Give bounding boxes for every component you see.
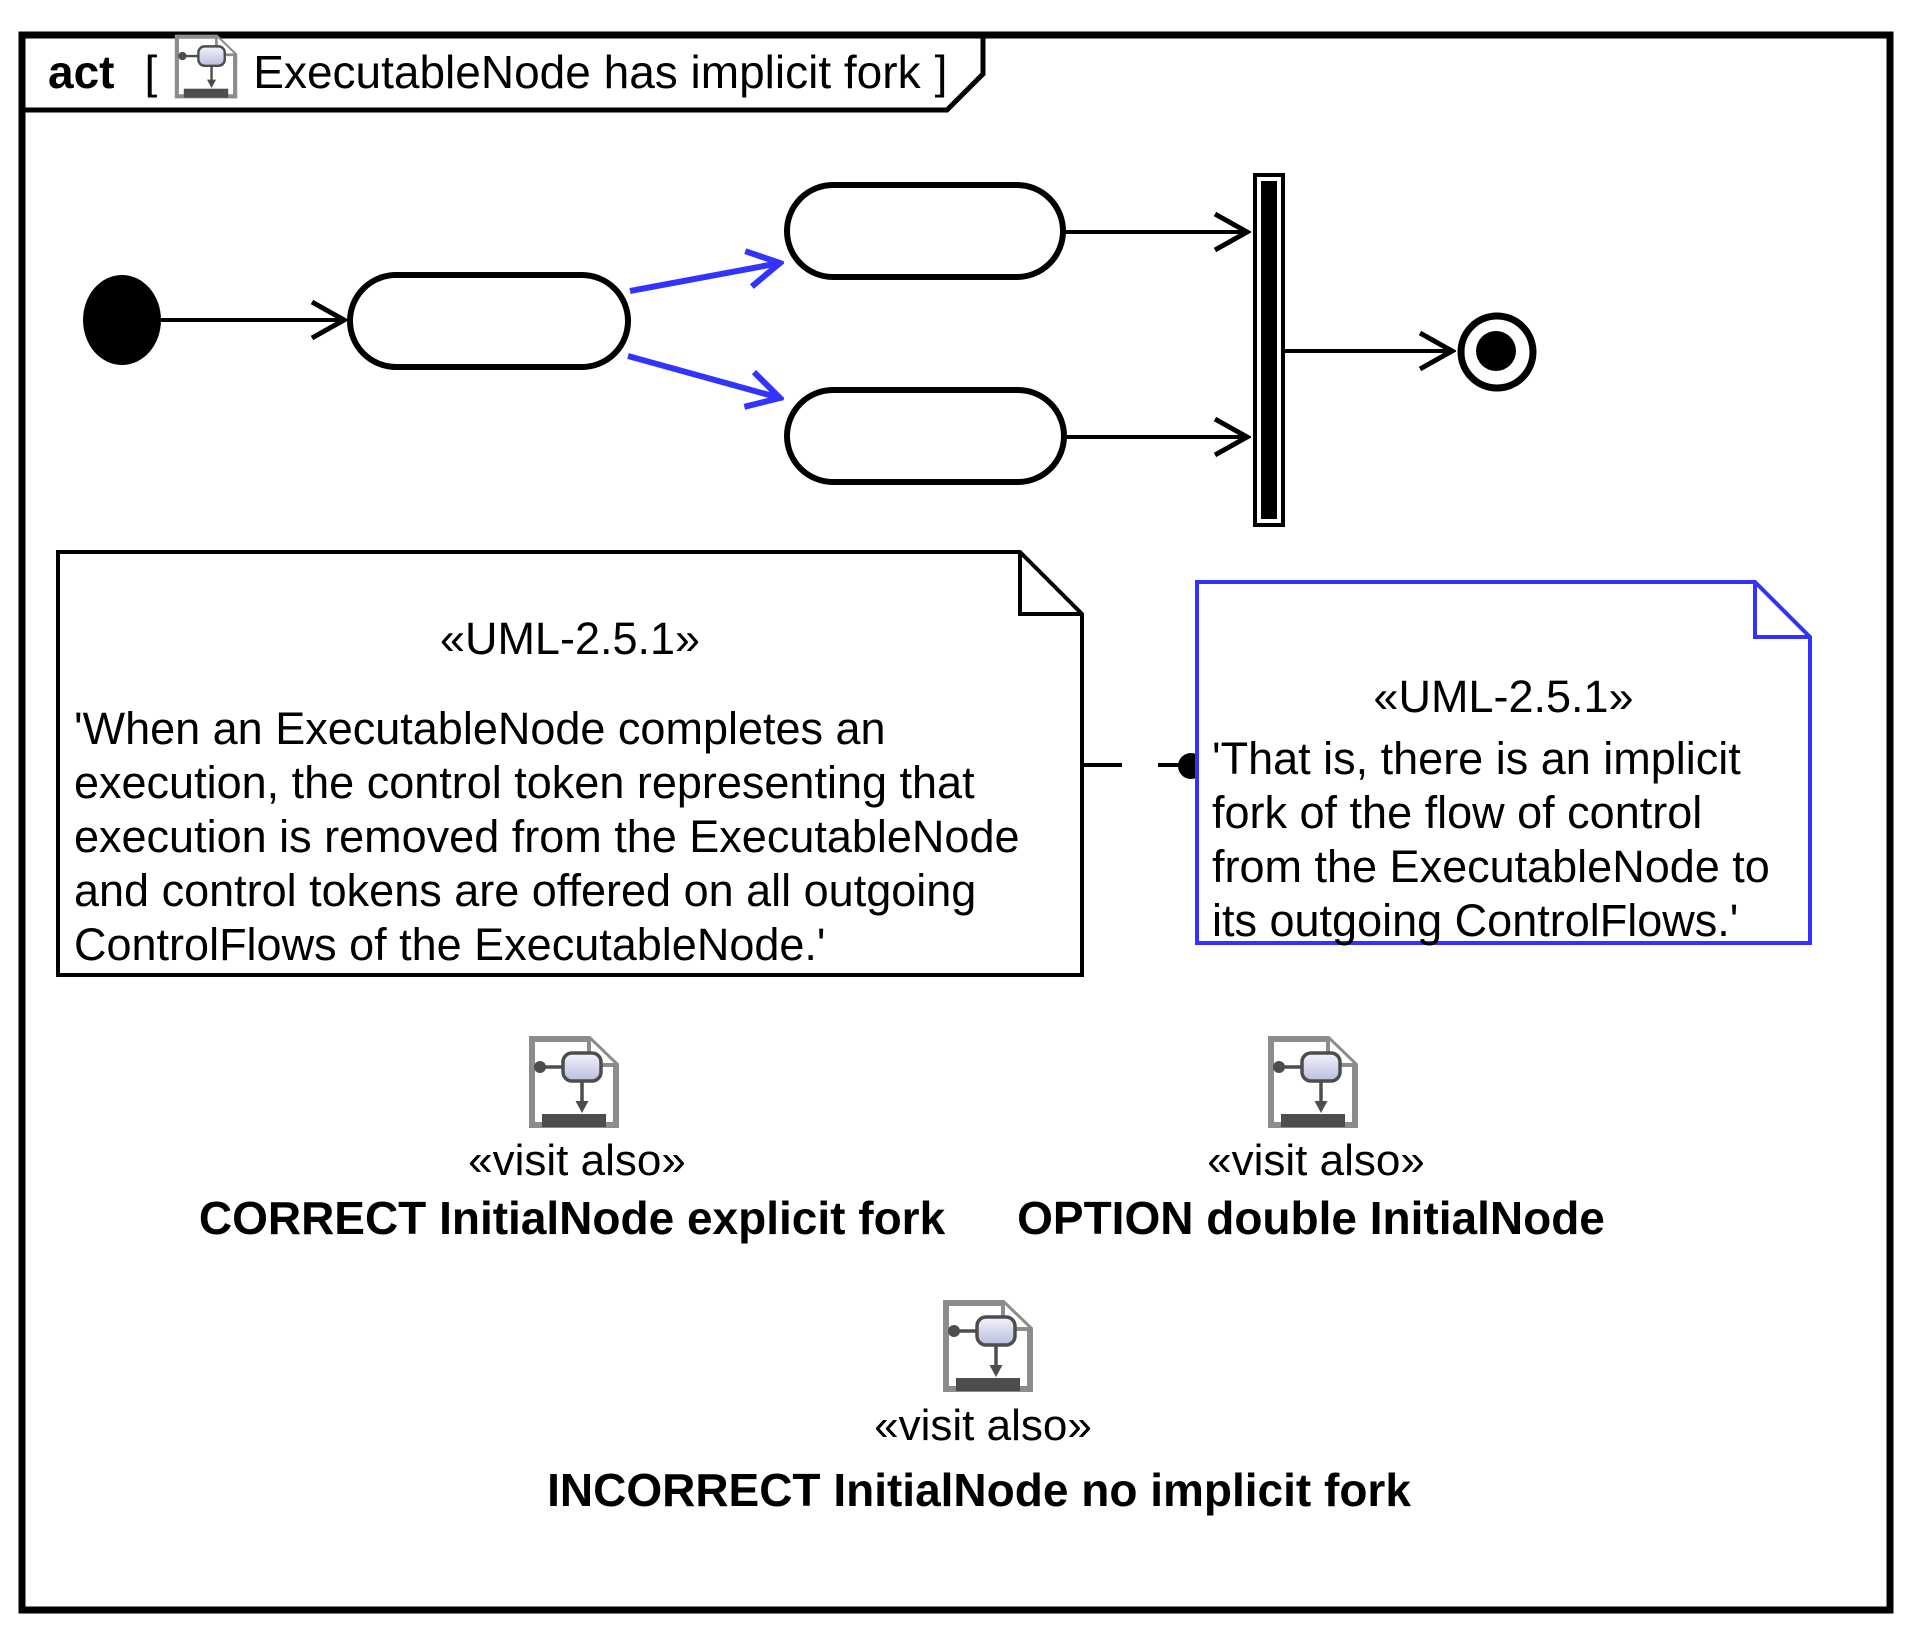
note-uml-quote-1[interactable] (56, 550, 1084, 977)
note1-stereotype: «UML-2.5.1» (439, 613, 701, 664)
visit-also-icon-1[interactable] (532, 1039, 616, 1127)
visit-also-1-stereotype: «visit also» (468, 1136, 686, 1185)
frame-title-tab (22, 35, 986, 113)
visit-also-icon-3[interactable] (946, 1303, 1030, 1391)
visit-also-icon-2[interactable] (1271, 1039, 1355, 1127)
frame-title-text: ExecutableNode has implicit fork (253, 46, 921, 98)
frame-open-bracket: [ (144, 46, 158, 98)
action-branch-bottom[interactable] (784, 387, 1067, 485)
visit-also-2-label[interactable]: OPTION double InitialNode (1017, 1192, 1605, 1244)
visit-also-3-stereotype: «visit also» (874, 1401, 1092, 1450)
join-node-bar[interactable] (1253, 173, 1285, 527)
initial-node[interactable] (83, 275, 161, 365)
activity-final-node[interactable] (1457, 312, 1537, 392)
frame-keyword: act (48, 46, 115, 98)
implicit-fork-flow-bottom[interactable] (627, 353, 780, 398)
visit-also-2-stereotype: «visit also» (1207, 1136, 1425, 1185)
frame-border (18, 31, 1894, 1614)
implicit-fork-flow-top[interactable] (629, 263, 780, 294)
note-uml-quote-2[interactable] (1195, 580, 1812, 945)
action-branch-top[interactable] (784, 182, 1066, 280)
frame-close-bracket: ] (934, 46, 948, 98)
visit-also-3-label[interactable]: INCORRECT InitialNode no implicit fork (547, 1464, 1411, 1516)
note1-body: 'When an ExecutableNode completes an exe… (74, 703, 1020, 970)
note2-stereotype: «UML-2.5.1» (1373, 671, 1634, 722)
visit-also-1-label[interactable]: CORRECT InitialNode explicit fork (198, 1192, 946, 1244)
action-source[interactable] (347, 272, 631, 370)
frame-title: act [ ExecutableNode has implicit fork ] (33, 36, 993, 108)
note2-body: 'That is, there is an implicit fork of t… (1212, 733, 1770, 946)
